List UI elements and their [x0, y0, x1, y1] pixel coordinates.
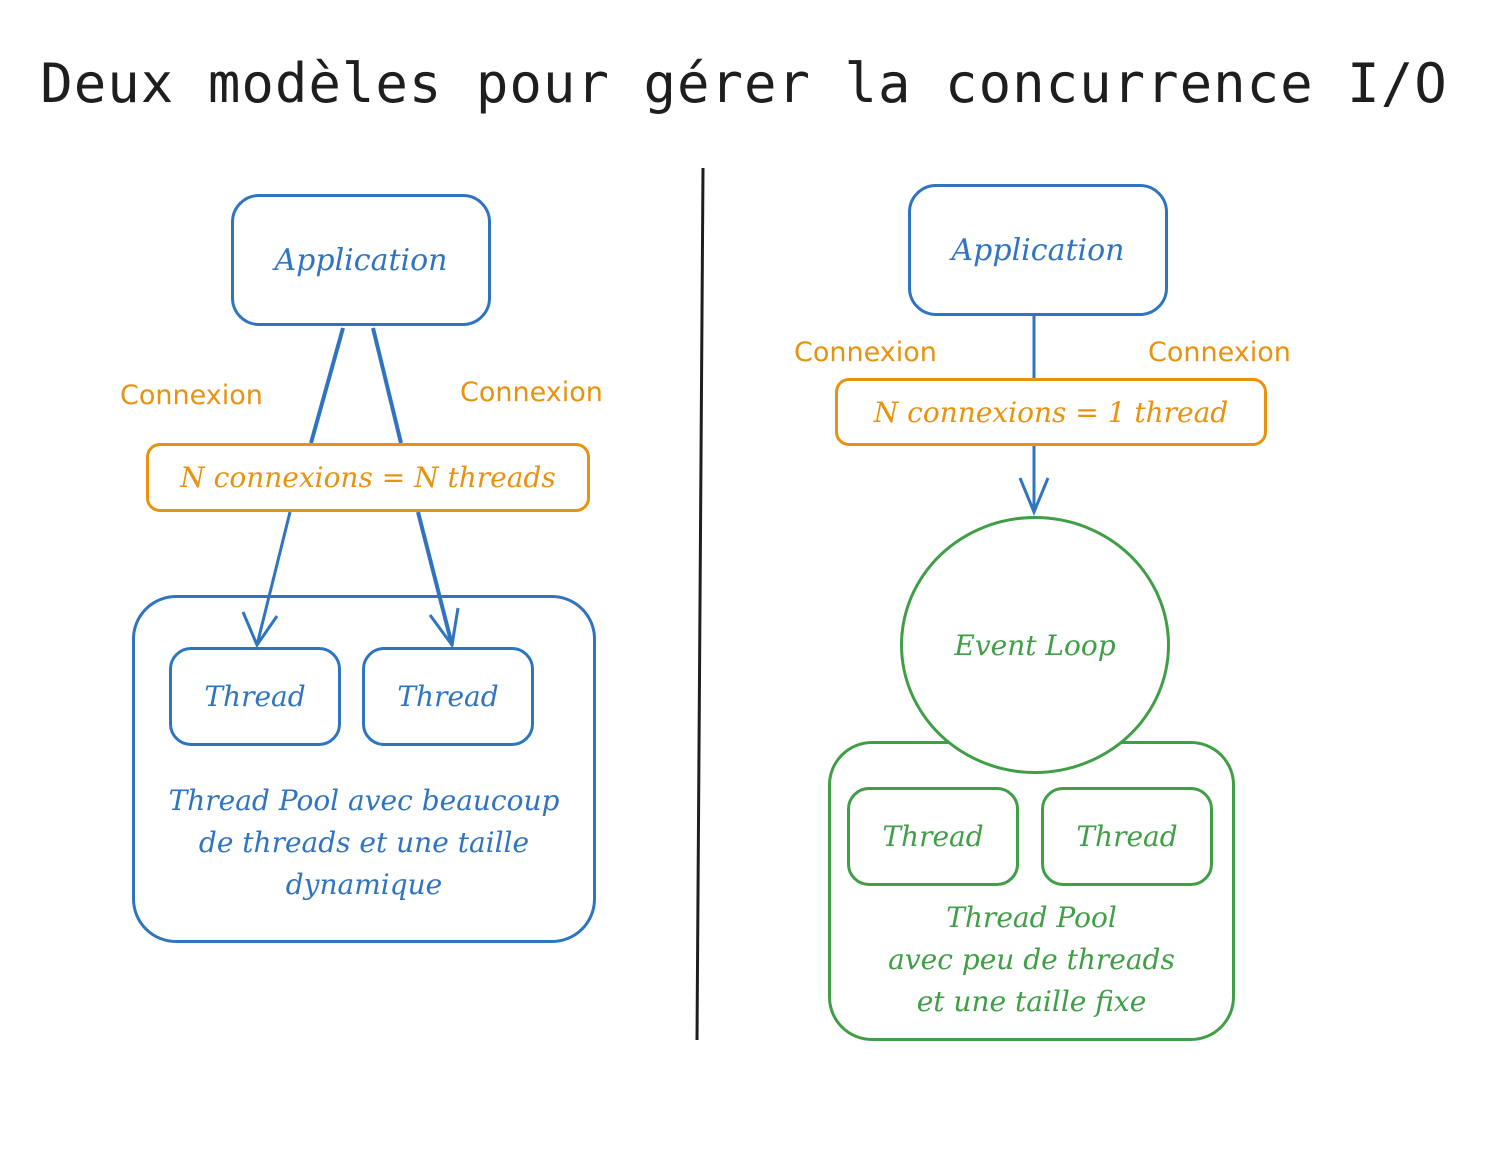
- right-application-label: Application: [951, 232, 1125, 268]
- left-connexion-label-2: Connexion: [460, 377, 603, 408]
- left-thread-label-1: Thread: [204, 680, 306, 713]
- divider-line: [695, 167, 705, 1041]
- left-pool-caption: Thread Pool avec beaucoup de threads et …: [168, 784, 560, 901]
- right-thread-label-1: Thread: [882, 820, 984, 853]
- right-thread-box-2: Thread: [1041, 787, 1213, 886]
- left-thread-box-2: Thread: [362, 647, 534, 746]
- right-connexion-label-2: Connexion: [1148, 337, 1291, 368]
- right-pool-caption: Thread Pool avec peu de threads et une t…: [888, 901, 1175, 1018]
- event-loop-label: Event Loop: [954, 628, 1116, 662]
- right-thread-box-1: Thread: [847, 787, 1019, 886]
- left-mapping-box: N connexions = N threads: [146, 443, 590, 512]
- right-arrow-head: [1018, 477, 1050, 516]
- left-application-box: Application: [231, 194, 491, 326]
- right-mapping-label: N connexions = 1 thread: [873, 395, 1229, 429]
- left-arrow-line-1: [255, 511, 292, 646]
- left-mapping-label: N connexions = N threads: [180, 461, 556, 494]
- right-thread-label-2: Thread: [1076, 820, 1178, 853]
- left-thread-label-2: Thread: [397, 680, 499, 713]
- left-thread-pool: [132, 595, 596, 943]
- left-arrow-head-1: [241, 611, 279, 649]
- left-connection-line-1: [309, 327, 345, 444]
- left-arrow-head-2: [428, 607, 460, 649]
- left-application-label: Application: [274, 242, 448, 278]
- left-connection-line-2: [371, 327, 403, 444]
- diagram-title: Deux modèles pour gérer la concurrence I…: [40, 52, 1448, 115]
- right-mapping-box: N connexions = 1 thread: [835, 378, 1267, 446]
- event-loop-circle: Event Loop: [900, 516, 1170, 774]
- right-connexion-label-1: Connexion: [794, 337, 937, 368]
- left-arrow-line-2: [416, 511, 454, 646]
- right-application-box: Application: [908, 184, 1168, 316]
- left-thread-box-1: Thread: [169, 647, 341, 746]
- left-connexion-label-1: Connexion: [120, 380, 263, 411]
